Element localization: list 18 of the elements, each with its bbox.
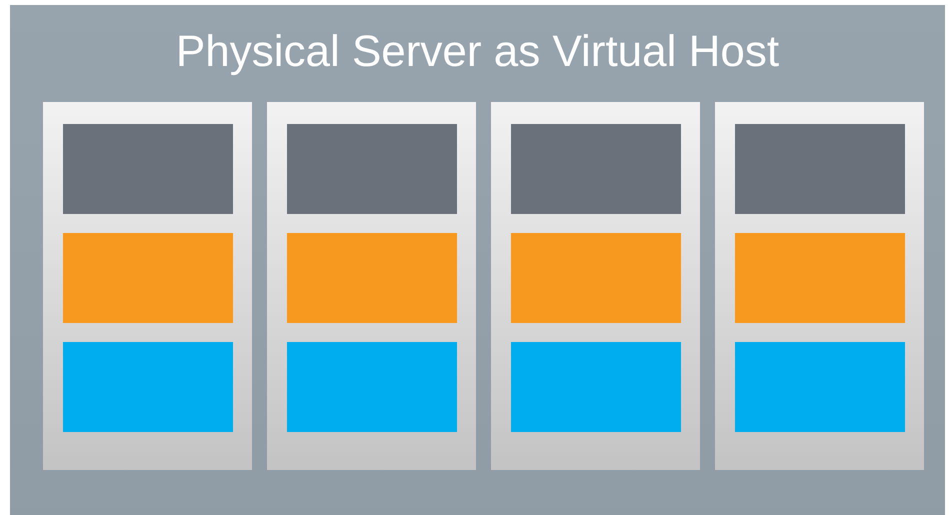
server-column <box>267 102 476 470</box>
layer-block <box>735 342 905 432</box>
server-column <box>715 102 924 470</box>
layer-block <box>63 124 233 214</box>
layer-block <box>735 124 905 214</box>
layer-block <box>511 124 681 214</box>
layer-block <box>511 342 681 432</box>
layer-block <box>63 342 233 432</box>
panel-title: Physical Server as Virtual Host <box>174 27 780 77</box>
layer-block <box>511 233 681 323</box>
layer-block <box>287 124 457 214</box>
server-panel <box>10 5 945 515</box>
layer-block <box>287 342 457 432</box>
server-column <box>491 102 700 470</box>
layer-block <box>63 233 233 323</box>
layer-block <box>735 233 905 323</box>
layer-block <box>287 233 457 323</box>
server-column <box>43 102 252 470</box>
